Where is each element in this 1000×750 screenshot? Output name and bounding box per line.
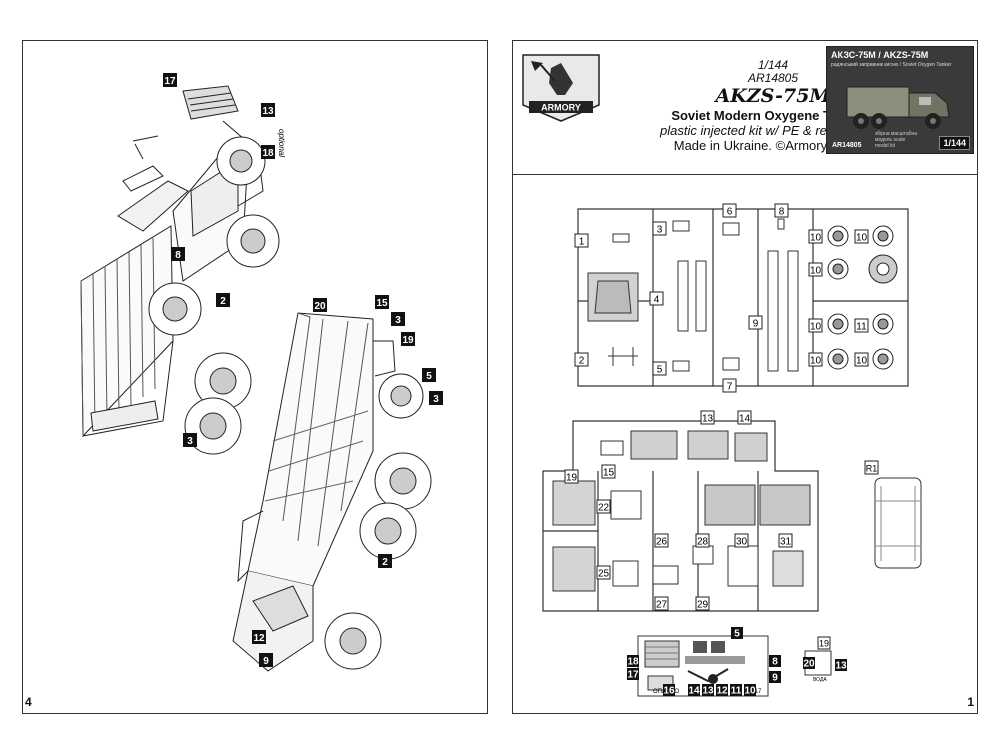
svg-text:13: 13 xyxy=(835,661,847,672)
svg-text:14: 14 xyxy=(688,686,700,697)
left-page: 17 13 18 8 2 3 20 15 3 19 5 3 2 12 9 opt… xyxy=(22,40,488,714)
svg-text:6: 6 xyxy=(727,207,733,218)
svg-text:10: 10 xyxy=(744,686,756,697)
svg-text:3: 3 xyxy=(657,225,663,236)
resin-part-r1: R1 xyxy=(864,460,922,569)
svg-text:11: 11 xyxy=(731,686,742,697)
svg-text:9: 9 xyxy=(772,673,778,684)
svg-text:3: 3 xyxy=(187,436,193,447)
svg-text:8: 8 xyxy=(772,657,778,668)
svg-text:15: 15 xyxy=(603,468,615,479)
svg-text:5: 5 xyxy=(734,629,740,640)
svg-text:9: 9 xyxy=(753,319,759,330)
svg-text:17: 17 xyxy=(164,76,176,87)
optional-note: optional xyxy=(277,129,286,157)
svg-text:25: 25 xyxy=(598,569,610,580)
svg-text:20: 20 xyxy=(803,659,815,670)
svg-text:15: 15 xyxy=(376,298,388,309)
svg-text:19: 19 xyxy=(819,639,829,649)
svg-text:1: 1 xyxy=(579,237,585,248)
svg-text:ARMORY: ARMORY xyxy=(541,103,581,113)
svg-text:12: 12 xyxy=(716,686,728,697)
header-divider xyxy=(513,174,977,175)
armory-logo: ARMORY xyxy=(522,54,600,122)
svg-text:5: 5 xyxy=(657,365,663,376)
svg-text:2: 2 xyxy=(579,356,585,367)
sprue-b-labels: 13 14 15 19 22 26 28 30 31 25 27 29 xyxy=(564,410,793,611)
svg-text:10: 10 xyxy=(810,322,822,333)
svg-text:5: 5 xyxy=(426,371,432,382)
svg-text:R1: R1 xyxy=(866,464,878,474)
svg-text:2: 2 xyxy=(220,296,226,307)
svg-text:3: 3 xyxy=(433,394,439,405)
sprue-a: 1 3 6 8 10 10 10 4 9 10 11 2 5 7 10 10 xyxy=(542,203,922,697)
svg-text:14: 14 xyxy=(739,414,751,425)
svg-text:11: 11 xyxy=(856,322,867,333)
svg-text:17: 17 xyxy=(627,670,639,681)
svg-text:2: 2 xyxy=(382,557,388,568)
kit-subtitle: Soviet Modern Oxygene Tanker xyxy=(671,108,865,123)
truck-drawing-top: 17 13 18 8 2 3 20 15 3 19 5 3 2 12 9 opt… xyxy=(80,73,443,672)
svg-text:19: 19 xyxy=(566,473,578,484)
svg-text:7: 7 xyxy=(727,382,733,393)
made-in: Made in Ukraine. ©Armory, 2019 xyxy=(673,138,863,153)
box-art-image: АКЗС-75М / AKZS-75M радянський заправник… xyxy=(826,46,974,154)
svg-text:8: 8 xyxy=(175,250,181,261)
kit-contents: plastic injected kit w/ PE & resin parts xyxy=(659,123,877,138)
svg-text:29: 29 xyxy=(697,600,709,611)
svg-text:13: 13 xyxy=(702,414,714,425)
page-number-right: 1 xyxy=(967,695,974,709)
svg-text:10: 10 xyxy=(856,233,868,244)
svg-text:18: 18 xyxy=(627,657,639,668)
svg-text:9: 9 xyxy=(263,656,269,667)
svg-text:26: 26 xyxy=(656,537,668,548)
svg-text:10: 10 xyxy=(810,356,822,367)
svg-text:19: 19 xyxy=(402,335,414,346)
svg-text:13: 13 xyxy=(702,686,714,697)
svg-text:31: 31 xyxy=(780,537,792,548)
svg-text:10: 10 xyxy=(856,356,868,367)
page-number-left: 4 xyxy=(25,695,32,709)
svg-text:12: 12 xyxy=(253,633,265,644)
model-title: AKZS-75M xyxy=(715,85,831,107)
svg-text:22: 22 xyxy=(598,503,610,514)
svg-text:10: 10 xyxy=(810,266,822,277)
svg-text:18: 18 xyxy=(262,148,274,159)
sprue-a-labels: 1 3 6 8 10 10 10 4 9 10 11 2 5 7 10 10 xyxy=(574,203,869,393)
svg-text:28: 28 xyxy=(697,537,709,548)
photo-etch-fret: ОПАСНО DL-17 ВОДА 5 18 17 16 14 13 12 11… xyxy=(627,627,847,697)
svg-text:8: 8 xyxy=(779,207,785,218)
svg-text:10: 10 xyxy=(810,233,822,244)
svg-text:20: 20 xyxy=(314,301,326,312)
svg-text:27: 27 xyxy=(656,600,668,611)
svg-text:4: 4 xyxy=(654,295,660,306)
svg-text:3: 3 xyxy=(395,315,401,326)
left-callouts: 17 13 18 8 2 3 20 15 3 19 5 3 2 12 9 xyxy=(163,73,443,667)
svg-text:ВОДА: ВОДА xyxy=(813,677,827,683)
box-art-truck xyxy=(846,86,950,129)
svg-text:16: 16 xyxy=(663,686,675,697)
svg-text:30: 30 xyxy=(736,537,748,548)
svg-text:13: 13 xyxy=(262,106,274,117)
